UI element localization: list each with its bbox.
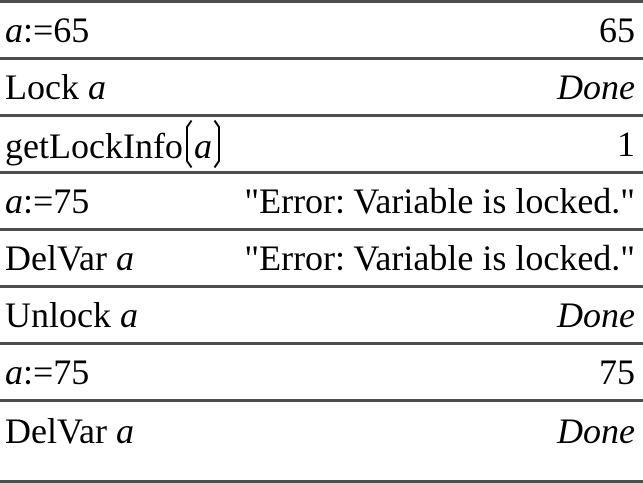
history-row: a:=75 75 [0,345,643,402]
command-name: DelVar [5,410,116,451]
assignment-text: :=75 [23,181,90,221]
command-name: Unlock [5,295,120,335]
assignment-text: :=65 [23,10,90,50]
expression-result[interactable]: 75 [599,352,635,392]
variable-name: a [193,126,212,166]
variable-name: a [5,10,23,50]
command-name: Lock [5,67,88,107]
history-row: a:=65 65 [0,3,643,60]
history-row: a:=75 "Error: Variable is locked." [0,174,643,231]
expression-result[interactable]: Done [557,410,635,451]
expression-input[interactable]: Lock a [5,69,106,105]
command-name: DelVar [5,238,116,278]
expression-result[interactable]: "Error: Variable is locked." [244,181,635,221]
history-row: Unlock a Done [0,288,643,345]
expression-input[interactable]: Unlock a [5,297,138,333]
variable-name: a [5,352,23,392]
expression-result[interactable]: 65 [599,10,635,50]
variable-name: a [5,181,23,221]
assignment-text: :=75 [23,352,90,392]
expression-result[interactable]: Done [557,295,635,335]
expression-result[interactable]: 1 [617,124,635,164]
history-row: Lock a Done [0,60,643,117]
expression-input[interactable]: a:=75 [5,354,89,390]
history-row: DelVar a Done [0,402,643,459]
stretch-paren-right-icon [213,119,220,169]
expression-input[interactable]: DelVar a [5,413,134,449]
expression-result[interactable]: "Error: Variable is locked." [244,238,635,278]
variable-name: a [87,67,106,107]
function-name: getLockInfo [5,126,183,166]
expression-input[interactable]: a:=75 [5,183,89,219]
expression-input[interactable]: DelVar a [5,240,134,276]
expression-result[interactable]: Done [557,67,635,107]
expression-input[interactable]: a:=65 [5,12,89,48]
variable-name: a [115,410,134,451]
stretch-paren-left-icon [185,119,193,169]
variable-name: a [119,295,138,335]
variable-name: a [115,238,134,278]
history-row: DelVar a "Error: Variable is locked." [0,231,643,288]
